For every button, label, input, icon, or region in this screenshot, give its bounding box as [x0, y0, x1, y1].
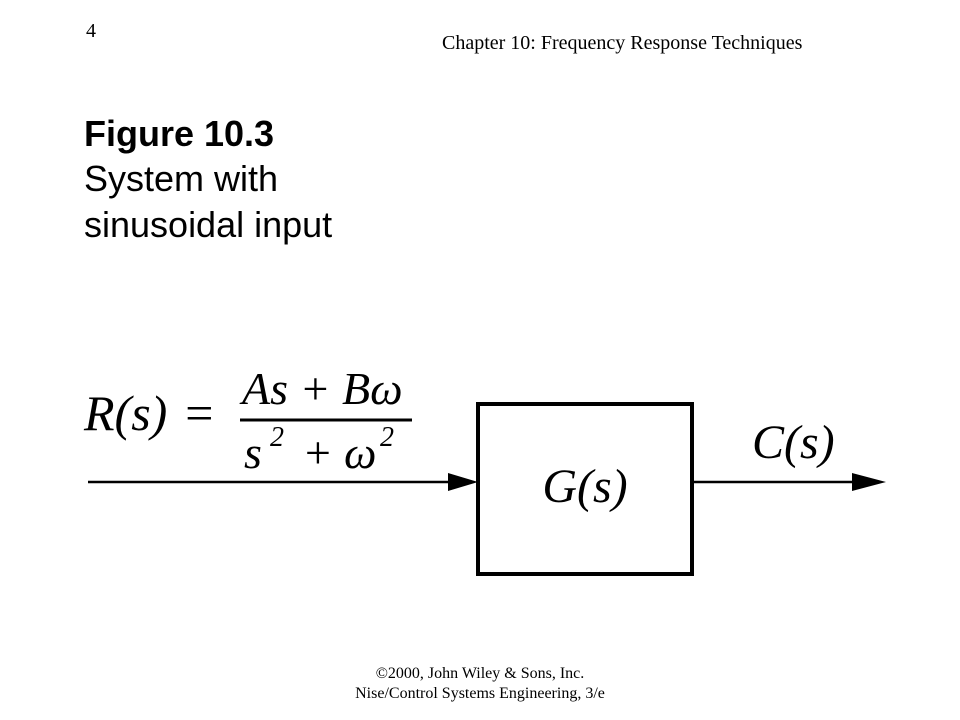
input-signal-label: R(s): [83, 385, 167, 441]
input-arrowhead: [448, 473, 478, 491]
system-block-label: G(s): [542, 460, 627, 513]
system-block: [476, 402, 694, 576]
equals-sign: =: [182, 385, 216, 441]
output-signal-label: C(s): [752, 416, 835, 469]
copyright-line: ©2000, John Wiley & Sons, Inc.: [375, 665, 585, 682]
block-diagram: R(s) = As + Bω s 2 + ω 2 G(s) C(s): [83, 363, 886, 576]
denominator-plus: +: [302, 427, 333, 478]
output-arrowhead: [852, 473, 886, 491]
chapter-title: Chapter 10: Frequency Response Technique…: [442, 32, 803, 54]
denominator-omega: ω: [344, 427, 376, 478]
page-number: 4: [86, 20, 96, 42]
book-line: Nise/Control Systems Engineering, 3/e: [355, 685, 605, 702]
fraction-numerator: As + Bω: [239, 363, 403, 414]
denominator-s: s: [244, 427, 262, 478]
figure-label: Figure 10.3: [84, 113, 275, 154]
figure-caption: System with sinusoidal input: [84, 158, 333, 245]
denominator-exponent-2: 2: [380, 422, 394, 453]
footer: ©2000, John Wiley & Sons, Inc. Nise/Cont…: [0, 664, 960, 704]
figure-heading: Figure 10.3 System with sinusoidal input: [84, 112, 424, 248]
denominator-exponent-1: 2: [270, 422, 284, 453]
